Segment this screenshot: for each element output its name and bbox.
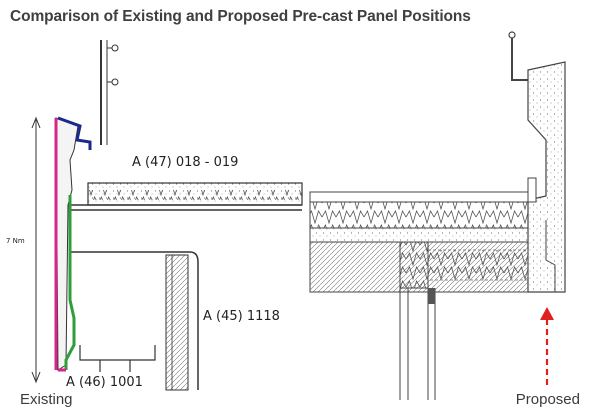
railing-post-right bbox=[511, 38, 528, 81]
proposed-roof-insulation bbox=[309, 201, 529, 229]
dimension-label: 7 Nm bbox=[6, 237, 25, 245]
proposed-roof-slab bbox=[309, 227, 529, 243]
proposed-timber-header bbox=[399, 241, 429, 289]
existing-panel-top-edge bbox=[57, 116, 92, 150]
railing-fixing-bottom bbox=[111, 78, 119, 86]
reference-label-middle: A (45) 1118 bbox=[203, 309, 280, 324]
existing-floor-slab bbox=[70, 209, 302, 390]
existing-wall-column bbox=[165, 254, 189, 391]
existing-section-drawing: 7 Nm A (47) 018 - 019 A (45) 1118 A (46)… bbox=[6, 40, 303, 391]
proposed-cavity-insulation bbox=[427, 249, 529, 281]
reference-label-top: A (47) 018 - 019 bbox=[132, 155, 238, 170]
existing-lintel-detail bbox=[79, 345, 156, 372]
movement-arrow-head bbox=[540, 307, 554, 320]
existing-panel-body bbox=[55, 117, 79, 371]
existing-caption: Existing bbox=[20, 391, 73, 408]
existing-panel-inner-face bbox=[64, 195, 76, 370]
proposed-window-frame bbox=[399, 288, 436, 400]
proposed-caption: Proposed bbox=[515, 391, 580, 408]
reference-label-bottom: A (46) 1001 bbox=[66, 375, 143, 390]
figure-title: Comparison of Existing and Proposed Pre-… bbox=[10, 8, 471, 25]
proposed-section-drawing bbox=[309, 31, 566, 400]
railing-fixing-top bbox=[111, 44, 119, 52]
proposed-roof-membrane bbox=[309, 191, 529, 203]
